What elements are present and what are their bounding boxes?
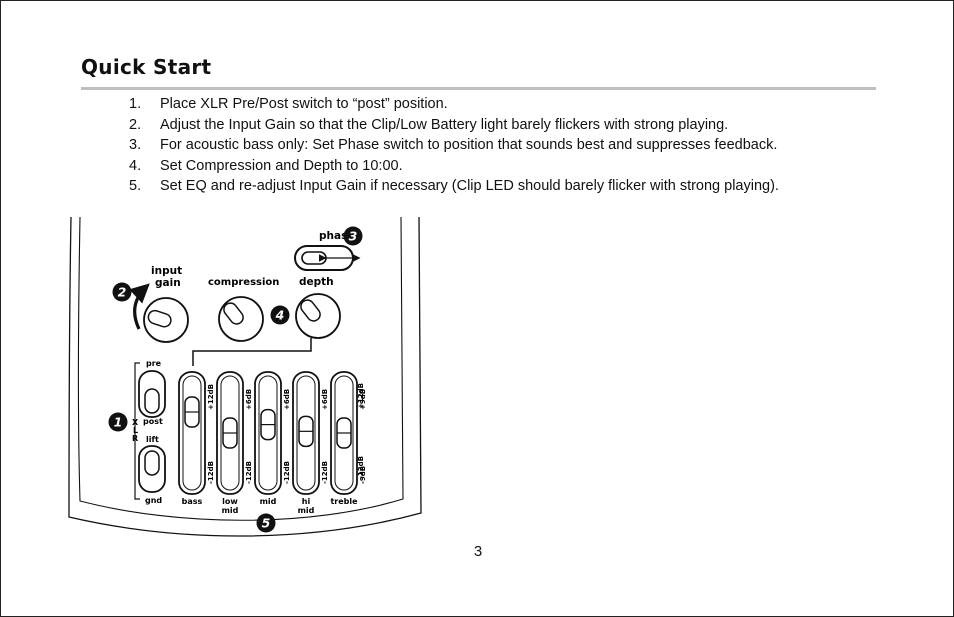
input-gain-arrow-icon (129, 283, 150, 330)
step-item: 1. Place XLR Pre/Post switch to “post” po… (129, 94, 779, 115)
step-item: 3. For acoustic bass only: Set Phase swit… (129, 135, 779, 156)
panel-outline (68, 216, 422, 537)
step-text: Set EQ and re-adjust Input Gain if neces… (160, 178, 779, 194)
depth-eq-bracket (192, 338, 312, 366)
callout-5-badge (256, 513, 276, 533)
eq-slider-top-label: +6dB (321, 389, 329, 410)
callout-1-number: 1 (114, 415, 123, 430)
eq-slider-bottom-label: -12dB (245, 461, 253, 484)
input-gain-knob-pointer (147, 309, 172, 328)
compression-knob-pointer (223, 302, 244, 325)
input-gain-label-line1: input (151, 265, 182, 277)
step-number: 4. (129, 157, 142, 174)
depth-label: depth (299, 276, 334, 288)
depth-knob-pointer (300, 299, 321, 322)
xlr-post-label: post (143, 417, 163, 426)
phase-switch-toggle[interactable] (301, 251, 327, 265)
steps-list: 1. Place XLR Pre/Post switch to “post” po… (129, 94, 779, 197)
eq-sliders: +12dB-12dBbass+6dB-12dBlowmid+6dB-12dBmi… (178, 371, 367, 515)
eq-slider-bottom-label: -12dB (283, 461, 291, 484)
eq-slider-slot (334, 375, 354, 491)
page-title: Quick Start (81, 55, 212, 79)
eq-slider-top-label: +9dB (359, 389, 367, 410)
eq-slider-slot (258, 375, 278, 491)
step-number: 1. (129, 96, 142, 112)
xlr-pre-label: pre (146, 359, 162, 368)
eq-extra-bottom: -12dB (357, 456, 365, 479)
eq-slider-slot (182, 375, 202, 491)
step-item: 5. Set EQ and re-adjust Input Gain if nec… (129, 176, 779, 197)
xlr-lift-label: lift (146, 435, 159, 444)
eq-slider-top-label: +6dB (245, 389, 253, 410)
step-number: 3. (129, 137, 142, 153)
eq-band-label: hi (302, 497, 311, 506)
callout-4-number: 4 (275, 308, 285, 323)
eq-band-label: treble (330, 497, 358, 506)
eq-band-label: mid (260, 497, 277, 506)
step-number: 5. (129, 178, 142, 194)
callout-2-badge (112, 282, 132, 302)
callout-2-number: 2 (118, 285, 127, 300)
eq-band-label: bass (182, 497, 203, 506)
eq-band-label-line2: mid (298, 506, 315, 515)
xlr-gnd-label: gnd (145, 496, 162, 505)
step-text: Place XLR Pre/Post switch to “post” posi… (160, 96, 448, 112)
eq-slider-bottom-label: -12dB (321, 461, 329, 484)
eq-slider-top-label: +6dB (283, 389, 291, 410)
callout-5-number: 5 (262, 516, 271, 531)
panel-inner-outline (77, 216, 404, 521)
eq-slider-slot (296, 375, 316, 491)
eq-slider-bottom-label: -9dB (359, 466, 367, 484)
eq-slider-top-label: +12dB (207, 384, 215, 410)
callout-3-number: 3 (349, 229, 358, 244)
page-number: 3 (473, 543, 483, 560)
eq-slider-bottom-label: -12dB (207, 461, 215, 484)
step-item: 4. Set Compression and Depth to 10:00. (129, 156, 779, 177)
input-gain-label-line2: gain (155, 277, 181, 289)
eq-band-label: low (222, 497, 238, 506)
callout-4-badge (270, 305, 290, 325)
ground-lift-toggle[interactable] (144, 450, 160, 476)
step-text: For acoustic bass only: Set Phase switch… (160, 137, 778, 153)
step-number: 2. (129, 116, 142, 133)
eq-slider-slot (220, 375, 240, 491)
step-text: Adjust the Input Gain so that the Clip/L… (160, 116, 729, 133)
xlr-bracket (134, 362, 140, 500)
eq-extra-top: +12dB (357, 383, 365, 409)
step-text: Set Compression and Depth to 10:00. (160, 157, 403, 174)
callout-3-badge (343, 226, 363, 246)
title-rule (81, 87, 876, 90)
xlr-pre-post-toggle[interactable] (144, 388, 160, 414)
eq-band-label-line2: mid (222, 506, 239, 515)
step-item: 2. Adjust the Input Gain so that the Clip… (129, 115, 779, 136)
compression-label: compression (208, 277, 279, 288)
callout-1-badge (108, 412, 128, 432)
control-panel-diagram: phase 3 input gain 2 compression depth 4… (68, 216, 422, 537)
